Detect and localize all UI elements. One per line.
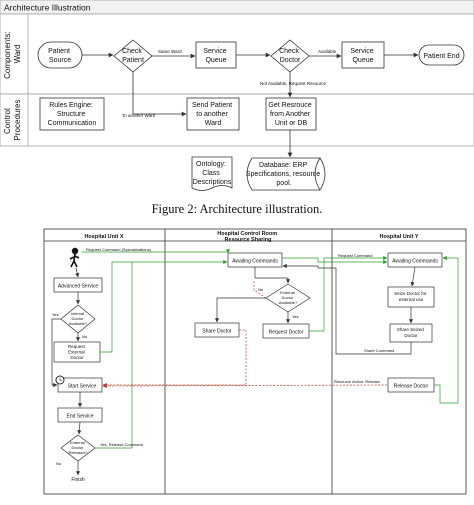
release-doctor-label: Release Doctor (394, 384, 429, 390)
lane-control-room: Hospital Control Room Resource Sharing (217, 231, 278, 243)
bottom-edges-green (82, 249, 459, 449)
edge-available: Available (318, 49, 337, 54)
edge-same-ward: Same Ward (158, 49, 182, 54)
figure-caption: Figure 2: Architecture illustration. (152, 202, 323, 216)
top-title: Architecture Illustration (4, 3, 91, 13)
lane-unit-y: Hospital Unit Y (379, 234, 418, 240)
patient-end-label: Patient End (423, 53, 459, 60)
patient-end-node (418, 44, 465, 66)
lane-ward-label: Components: Ward (3, 29, 22, 79)
edge-request-command: Request Command (338, 253, 372, 258)
end-service-label: End Service (67, 414, 94, 420)
seize-doctor-label: Seize Doctor for external use (394, 291, 428, 302)
edge-no-1: No (82, 334, 88, 339)
awaiting-commands-right-label: Awaiting Commands (392, 259, 438, 265)
patient-source-node (37, 41, 83, 69)
get-resource-node (265, 97, 317, 131)
awaiting-commands-mid-label: Awaiting Commands (232, 259, 278, 265)
request-doctor-label: Request Doctor (269, 330, 304, 336)
check-patient-label: Check Patient (122, 48, 144, 64)
database-label: Database: ERP Specifications, resource p… (246, 162, 322, 187)
ontology-label: Ontology: Class Descriptions (193, 161, 232, 186)
advanced-service-label: Advanced Service (58, 284, 99, 290)
edge-yes-release-command: Yes, Release Command (100, 442, 143, 447)
share-doctor-mid-label: Share Doctor (202, 329, 232, 335)
edge-share-command: Share Command (364, 348, 394, 353)
rules-engine-label: Rules Engine: Structure Communication (48, 102, 97, 127)
finish-label: Finish (71, 477, 85, 483)
edge-another-ward: To another Ward (122, 113, 156, 118)
service-queue-2-label: Service Queue (350, 48, 375, 64)
edge-no-2: No (258, 287, 264, 292)
start-service-label: Start Service (68, 384, 97, 390)
patient-source-label: Patient Source (48, 48, 72, 64)
service-queue-1-label: Service Queue (203, 48, 228, 64)
edge-no-3: No (56, 461, 62, 466)
edge-not-available: Not Available, Request Resource (260, 81, 326, 86)
request-external-label: Request External Doctor (68, 344, 86, 360)
bottom-edges-main (51, 263, 416, 476)
rules-engine-node (39, 97, 105, 131)
lane-control-label: Control Procedures (3, 100, 22, 141)
check-doctor-label: Check Doctor (279, 48, 301, 64)
send-patient-label: Send Patient to another Ward (192, 102, 234, 127)
get-resource-label: Get Resrouce from Another Unit or DB (268, 102, 313, 127)
edge-yes-2: Yes (292, 314, 299, 319)
lane-unit-x: Hospital Unit X (84, 234, 123, 240)
internal-doctor-label: Internal Doctor Available? (69, 311, 88, 326)
person-icon (69, 247, 80, 268)
edge-resource-action-release: Resource Action: Release (334, 379, 381, 384)
top-diagram: Architecture Illustration Components: Wa… (0, 0, 474, 191)
top-edges (82, 52, 419, 158)
bottom-diagram: Hospital Unit X Hospital Control Room Re… (43, 228, 467, 495)
bottom-edges-red (102, 280, 388, 389)
send-patient-node (186, 97, 240, 131)
share-seized-label: Share Seized Doctor (397, 327, 425, 338)
external-doctor-release-label: External Doctor Released? (68, 440, 88, 455)
edge-request-command-spec: Request Command (Specializations) (86, 247, 152, 252)
edge-yes-1: Yes (52, 312, 59, 317)
service-queue-2-node (341, 41, 385, 69)
service-queue-1-node (195, 41, 237, 69)
ontology-node (191, 156, 233, 191)
external-doctor-available-label: External Doctor Available? (279, 290, 298, 305)
